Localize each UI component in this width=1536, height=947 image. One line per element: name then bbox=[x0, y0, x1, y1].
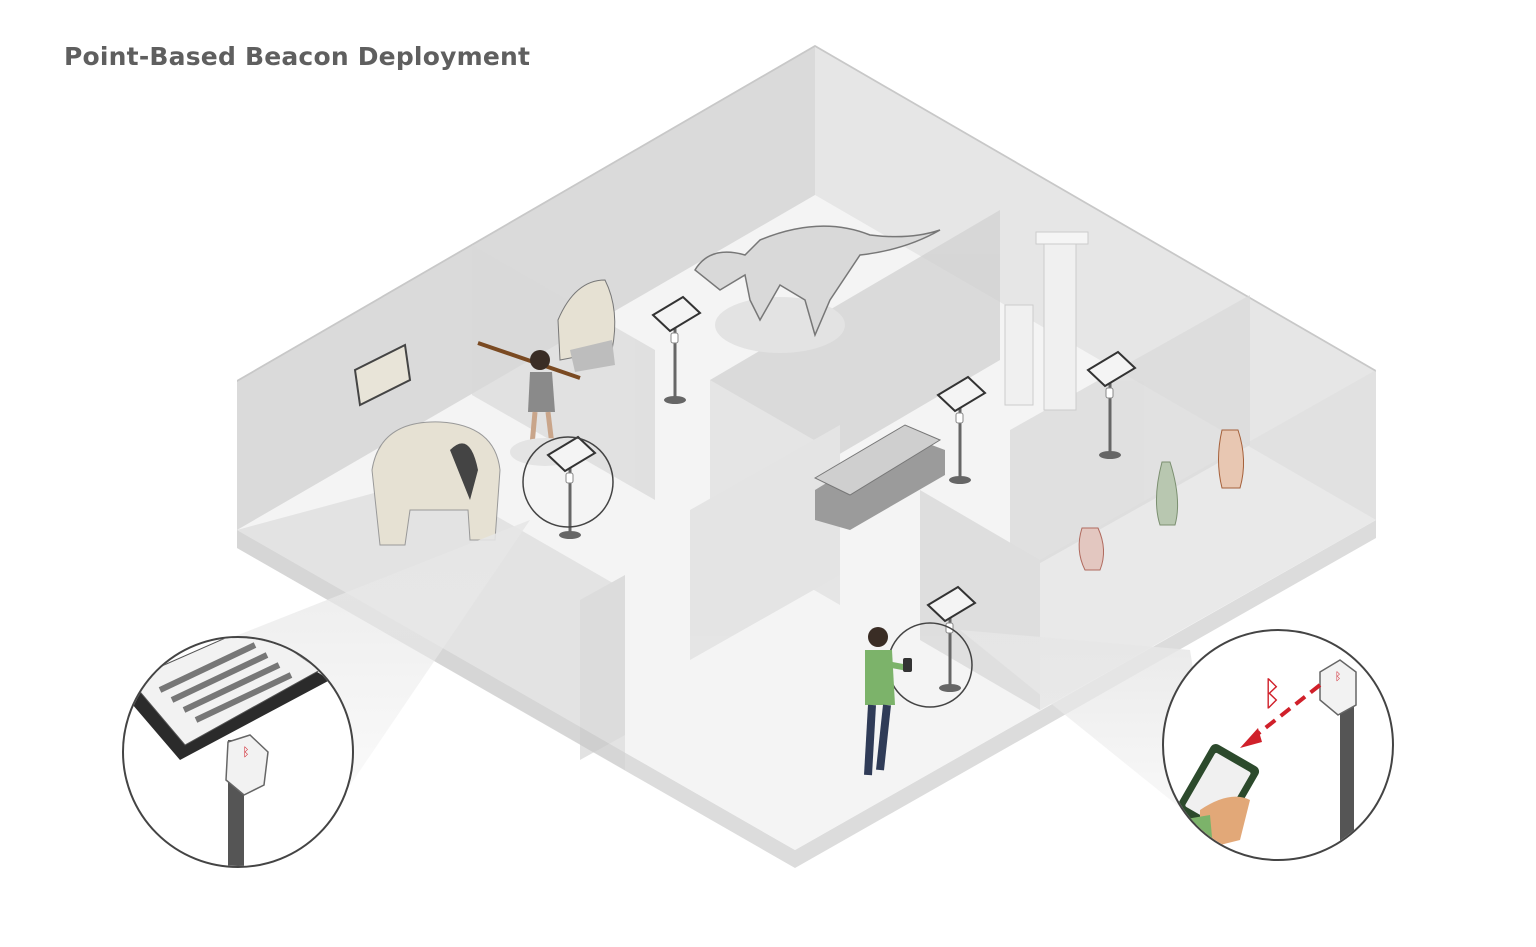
zoom-circle-phone-beacon: ᛒ ᛒ bbox=[1162, 629, 1394, 861]
info-stand-icon bbox=[546, 435, 597, 539]
zoom-beam bbox=[960, 630, 1220, 840]
page-title: Point-Based Beacon Deployment bbox=[64, 42, 531, 71]
bluetooth-icon: ᛒ bbox=[242, 745, 249, 759]
cave-painting-plaque bbox=[353, 343, 412, 407]
signal-line bbox=[1248, 683, 1322, 742]
beacon-icon bbox=[955, 412, 964, 424]
smartphone-icon bbox=[903, 658, 912, 672]
caveman-figure bbox=[477, 341, 581, 466]
mammoth bbox=[371, 421, 501, 546]
info-stand-icon bbox=[936, 375, 987, 484]
bluetooth-icon: ᛒ bbox=[1262, 674, 1282, 714]
svg-text:ᛒ: ᛒ bbox=[1335, 670, 1342, 683]
greek-columns bbox=[1004, 231, 1089, 411]
info-stand-icon bbox=[1086, 350, 1137, 459]
beacon-icon bbox=[1105, 387, 1114, 399]
beacon-icon: ᛒ bbox=[1319, 659, 1357, 716]
vases bbox=[1078, 429, 1244, 571]
info-stand-icon bbox=[926, 585, 977, 692]
beacon-highlight-circle bbox=[522, 436, 614, 528]
smartphone-icon bbox=[1175, 744, 1260, 837]
visitor-person bbox=[864, 627, 912, 776]
beacon-icon: ᛒ bbox=[225, 734, 269, 796]
info-stand-icon bbox=[651, 295, 702, 404]
signal-arrow-icon bbox=[1240, 728, 1262, 748]
zoom-circle-beacon-stand: ᛒ bbox=[122, 636, 354, 868]
beacon-icon bbox=[565, 472, 574, 484]
dinosaur-skeleton bbox=[694, 225, 941, 353]
beacon-icon bbox=[670, 332, 679, 344]
sarcophagus bbox=[813, 424, 945, 530]
cave-painting-rock bbox=[557, 279, 616, 372]
